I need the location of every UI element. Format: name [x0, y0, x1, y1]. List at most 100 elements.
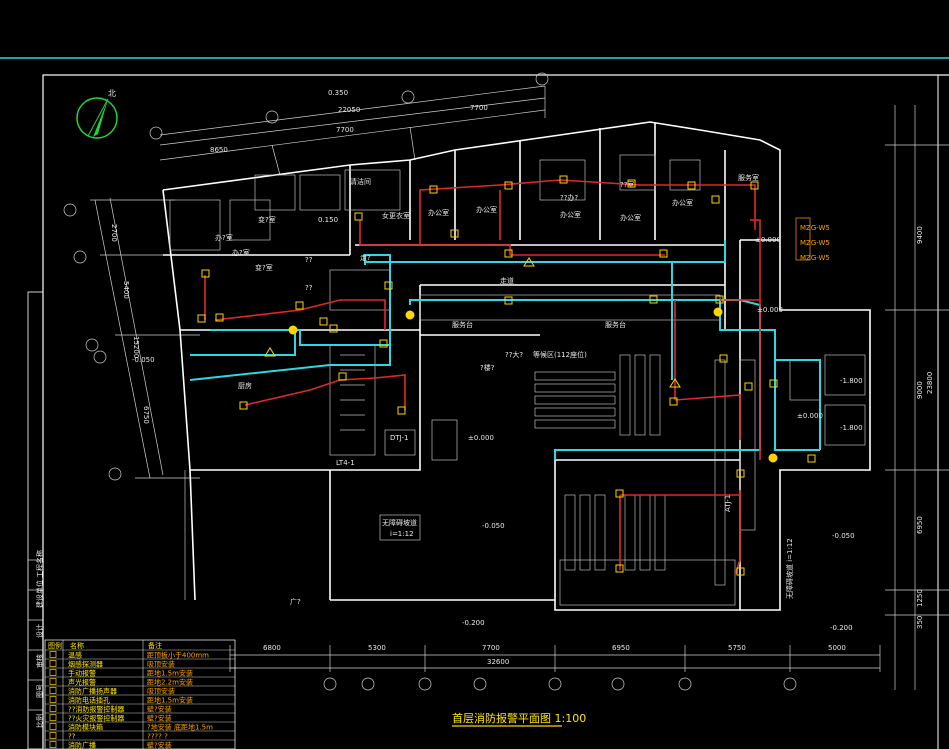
legend-row-name: 手动报警: [68, 669, 96, 678]
dim-bottom-total: 32600: [487, 658, 509, 666]
drawing-title: 首层消防报警平面图 1:100: [452, 711, 586, 725]
legend-header-name: 名称: [70, 641, 84, 650]
level-i: -0.200: [830, 624, 853, 632]
legend-row-name: 消防模块箱: [68, 723, 103, 732]
level-k: ±0.000: [757, 306, 783, 314]
label-ramp-bottom: i=1:12: [390, 530, 414, 538]
legend-symbol-icon: [49, 705, 57, 712]
dim-top-1: 22050: [338, 106, 360, 114]
label-ramp-top: 无障碍坡道: [382, 518, 417, 527]
title-block-5: 图号: [36, 684, 44, 698]
title-block-2: 建设单位: [35, 580, 44, 608]
dim-bottom-1: 6800: [263, 644, 281, 652]
device-symbols: [197, 175, 816, 576]
label-ramp-side: 无障碍坡道 i=1:12: [785, 538, 794, 599]
right-dimensions: [885, 105, 949, 690]
dim-bottom-3: 7700: [482, 644, 500, 652]
legend-row-note: 距地1.5m安装: [147, 669, 193, 678]
dim-bottom-5: 5750: [728, 644, 746, 652]
legend-row-note: ?地安装 底距地1.5m: [147, 723, 213, 732]
label-q9: ??办?: [560, 193, 578, 202]
label-kitchen: 厨房: [238, 381, 252, 390]
level-g: -0.050: [832, 532, 855, 540]
label-q4: ??大?: [505, 350, 523, 359]
axis-bubbles-left: [63, 203, 122, 481]
waiting-seats: [534, 354, 726, 586]
label-q2: ??: [305, 284, 313, 292]
legend-symbol-icon: [49, 714, 57, 721]
title-block-1: 工程名称: [35, 550, 44, 578]
dim-left-1: 2700: [110, 224, 118, 242]
dim-top-2: 7700: [470, 104, 488, 112]
legend-row-name: 温感: [68, 651, 82, 660]
level-e: ±0.000: [468, 434, 494, 442]
dim-right-3: 9000: [916, 381, 924, 399]
legend-symbol-icon: [49, 669, 57, 676]
level-b: 0.150: [318, 216, 338, 224]
label-counter2: 服务台: [605, 320, 626, 329]
dim-top-3: 7700: [336, 126, 354, 134]
legend-row-name: 消防广播: [68, 741, 96, 749]
dim-right-6: 350: [916, 616, 924, 629]
legend-row-note: 距顶板小于400mm: [147, 651, 209, 660]
label-room2: 办公室: [428, 208, 449, 217]
legend-row-note: 吸顶安装: [147, 687, 175, 696]
legend-row-name: ??消防报警控制器: [68, 705, 124, 714]
legend-row-name: ??火灾报警控制器: [68, 714, 124, 723]
wiring-tag-2: MZG-W5: [800, 239, 830, 247]
legend-symbol-icon: [49, 678, 57, 685]
label-waiting: 等候区(112座位): [533, 350, 587, 359]
legend-row-name: 消防电话插孔: [68, 696, 110, 705]
label-room3: 办公室: [476, 205, 497, 214]
legend-row-name: ??: [68, 733, 76, 741]
label-q8: 办?室: [232, 248, 250, 257]
level-l: -1.800: [840, 377, 863, 385]
building-walls: [162, 121, 871, 611]
dim-right-4: 6950: [916, 516, 924, 534]
label-room7: 服务室: [738, 173, 759, 182]
label-corridor: 走道: [500, 276, 514, 285]
legend-row-note: 距地1.5m安装: [147, 696, 193, 705]
dim-bottom-6: 5000: [828, 644, 846, 652]
title-block-3: 设计: [35, 624, 44, 638]
label-room6: 办公室: [672, 198, 693, 207]
north-label: 北: [108, 89, 116, 98]
label-equip2: ATJ-1: [724, 495, 732, 512]
dim-left-4: 6750: [142, 406, 150, 424]
legend-row-name: 消防广播扬声器: [68, 687, 117, 696]
left-dimensions: [90, 197, 200, 479]
title-block-6: 比例: [35, 714, 44, 728]
legend-symbol-icon: [49, 723, 57, 730]
legend-symbol-icon: [49, 687, 57, 694]
label-equip1: DTJ-1: [390, 434, 408, 442]
title-block-4: 审核: [35, 654, 44, 668]
label-room8: 清洁间: [350, 177, 371, 186]
wiring-tag-1: MZG-W5: [800, 224, 830, 232]
label-q3: 广?: [290, 597, 301, 606]
label-room4: 办公室: [560, 210, 581, 219]
label-q1: ??: [305, 256, 313, 264]
legend-row-note: 吸顶安装: [147, 660, 175, 669]
dim-bottom-4: 6950: [612, 644, 630, 652]
level-f: -0.050: [482, 522, 505, 530]
dim-right-5: 1250: [916, 589, 924, 607]
label-q10: ??室: [620, 180, 634, 189]
legend-row-note: ???? ?: [147, 733, 168, 741]
level-a: 0.350: [328, 89, 348, 97]
level-m: -1.800: [840, 424, 863, 432]
legend-header-note: 备注: [148, 641, 162, 650]
dim-top-4: 8650: [210, 146, 228, 154]
legend-row-note: 距地2.2m安装: [147, 678, 193, 687]
level-d: ±0.000: [755, 236, 781, 244]
label-q11: 走?: [360, 254, 371, 262]
level-c: -0.050: [132, 356, 155, 364]
legend-header-symbol: 图例: [48, 641, 62, 650]
dim-bottom-2: 5300: [368, 644, 386, 652]
legend-symbol-icon: [49, 651, 57, 658]
dim-right-2: 23800: [926, 372, 934, 394]
dim-right-1: 9400: [916, 226, 924, 244]
label-room5: 办公室: [620, 213, 641, 222]
label-room1: 女更衣室: [382, 211, 410, 220]
dim-left-2: 5400: [122, 281, 130, 299]
legend-row-name: 声光报警: [68, 678, 96, 687]
